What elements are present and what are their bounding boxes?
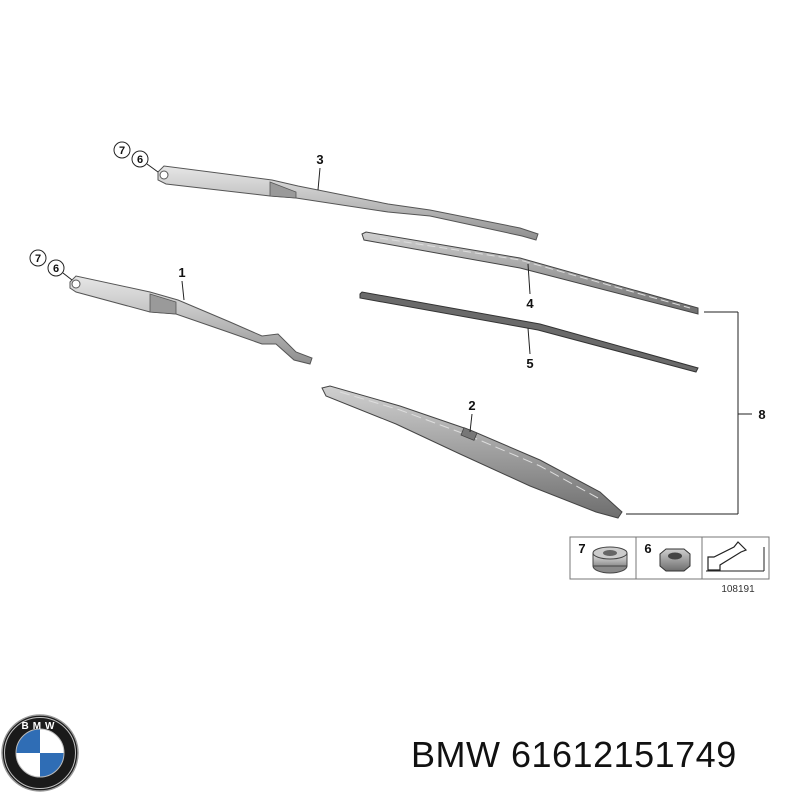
callout-circle-7-lower: 7	[29, 249, 47, 267]
wiper-blade-upper	[361, 231, 699, 315]
inset-legend: 7 6 108191	[569, 536, 770, 595]
callout-circle-6-lower: 6	[47, 259, 65, 277]
svg-text:7: 7	[35, 253, 41, 265]
callout-circle-6-upper: 6	[131, 150, 149, 168]
callout-4: 4	[526, 296, 534, 311]
svg-text:BMW: BMW	[22, 721, 59, 732]
set-bracket	[626, 311, 752, 515]
svg-text:6: 6	[53, 263, 59, 275]
svg-text:6: 6	[137, 154, 143, 166]
bmw-logo: BMW	[1, 714, 79, 792]
svg-text:7: 7	[578, 541, 585, 556]
arrow-icon	[706, 541, 765, 572]
wiper-arm-lower	[69, 275, 313, 365]
wiper-arm-upper	[157, 165, 539, 241]
brand-part-number: BMW 61612151749	[411, 734, 737, 775]
callout-circle-7-upper: 7	[113, 141, 131, 159]
callout-3: 3	[316, 152, 323, 167]
callout-5: 5	[526, 356, 533, 371]
nut-cap-part	[592, 546, 628, 574]
callout-8: 8	[758, 407, 765, 422]
hex-nut-part	[659, 548, 691, 572]
callout-1: 1	[178, 265, 185, 280]
svg-text:7: 7	[119, 145, 125, 157]
svg-text:6: 6	[644, 541, 651, 556]
drawing-number: 108191	[721, 584, 755, 595]
callout-2: 2	[468, 398, 475, 413]
wiper-rubber-strip	[359, 291, 699, 373]
